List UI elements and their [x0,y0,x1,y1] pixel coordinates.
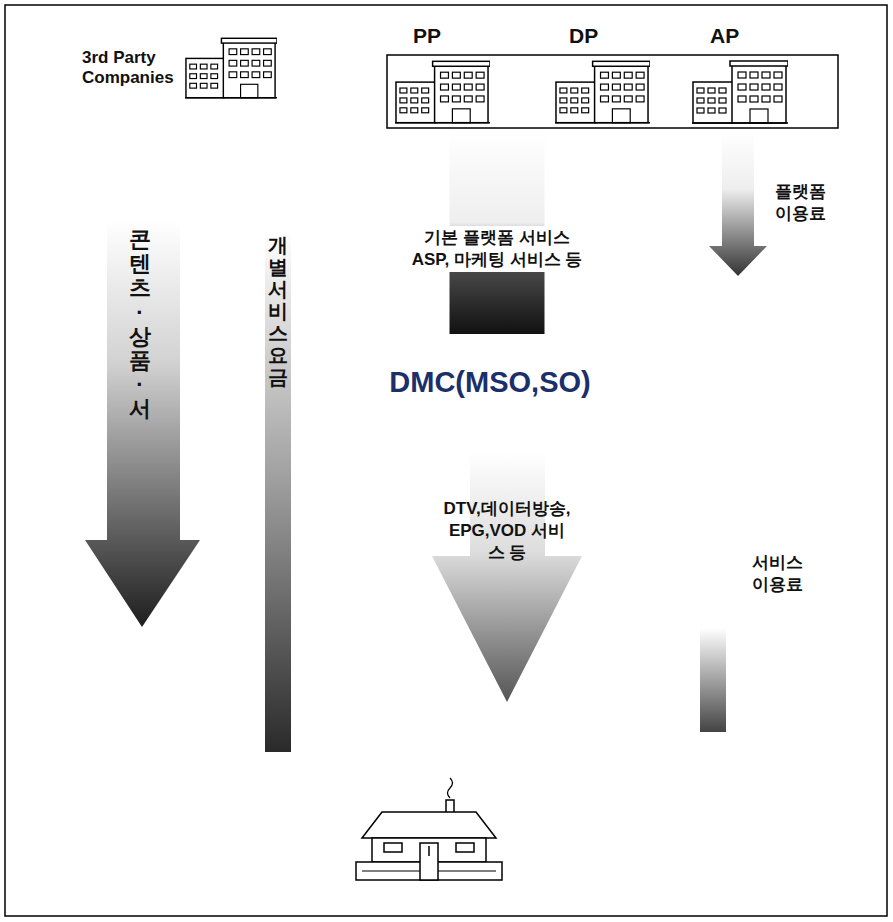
company-node: 3rd Party Companies [80,46,198,90]
service-flow-arrow [432,452,582,702]
house-icon [356,778,502,880]
edge-label: 기본 플랫폼 서비스 ASP, 마케팅 서비스 등 [408,226,586,272]
company-node: PP [393,22,493,126]
content-flow-arrow [85,220,200,627]
company-node: DP [553,22,653,126]
fee-flow-bar [265,232,291,752]
flow-label: 개별 서비스 요금 [268,234,288,388]
flow-label: 서비스 이용료 [752,552,814,596]
company-label: PP [413,24,493,48]
building-icon [185,38,277,97]
frame [5,5,887,916]
edge-label: 플랫폼 이용료 [772,180,834,226]
building-icon [692,61,788,123]
operator-title: DMC(MSO,SO) [389,366,590,399]
operator-node: DMC(MSO,SO) [381,364,598,401]
company-label: 3rd Party Companies [82,48,196,88]
flow-label: 콘텐츠·상품·서 [129,228,151,422]
company-node: AP [688,22,792,126]
fee-flow-bar [700,628,726,732]
company-label: DP [569,24,653,48]
flow-arrow [709,131,767,276]
building-icon [555,61,650,122]
provider-group-box [387,55,838,128]
company-label: AP [710,24,792,48]
building-icon [395,61,490,122]
flow-label: DTV,데이터방송, EPG,VOD 서비스 등 [443,498,571,564]
